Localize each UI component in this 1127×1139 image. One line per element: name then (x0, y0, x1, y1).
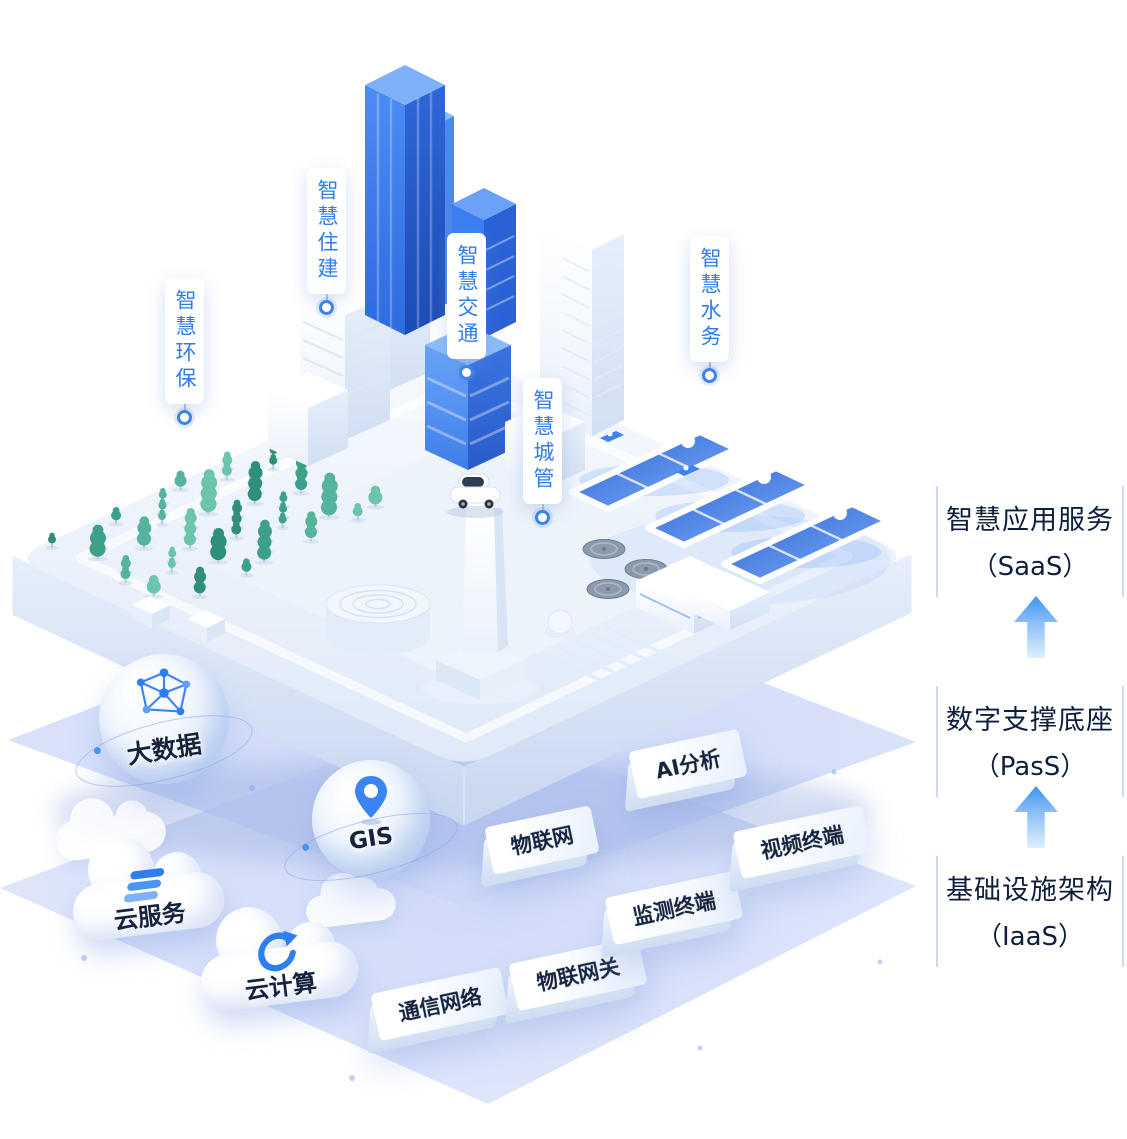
callout-smart-environment: 智慧环保 (165, 278, 204, 425)
callout-stem (465, 359, 468, 365)
cloud-service-stack-icon (124, 868, 165, 903)
callout-smart-traffic: 智慧交通 (447, 233, 486, 380)
callout-dot (177, 410, 192, 425)
treatment-pools (569, 417, 891, 584)
callout-dot (702, 368, 717, 383)
dome-building (544, 609, 576, 638)
car (447, 473, 503, 518)
gantry-cranes (677, 417, 855, 520)
layer-title: 基础设施架构 (946, 875, 1114, 906)
layer-label-paas: 数字支撑底座 （PasS） (936, 686, 1124, 797)
layer-label-iaas: 基础设施架构 （IaaS） (936, 856, 1124, 967)
callout-stem (541, 504, 544, 510)
clarifier-tanks (582, 539, 668, 599)
callout-dot (459, 365, 474, 380)
callout-stem (325, 294, 328, 300)
iaas-item-cloud-service: 云服务 (64, 821, 228, 949)
paas-item-bigdata: 大数据 (68, 654, 260, 802)
callout-dot (319, 300, 334, 315)
monument-tower (422, 500, 538, 704)
layer-title: 数字支撑底座 (946, 705, 1114, 736)
cloud-computing-refresh-icon (258, 930, 298, 972)
small-houses (132, 596, 225, 642)
callout-stem (183, 404, 186, 410)
callout-label: 智慧水务 (690, 236, 729, 362)
callout-label: 智慧住建 (307, 168, 346, 294)
iaas-item-cloud-computing: 云计算 (192, 891, 362, 1019)
callout-label: 智慧城管 (523, 378, 562, 504)
storage-tank (325, 584, 431, 655)
callout-label: 智慧交通 (447, 233, 486, 359)
callout-smart-city-management: 智慧城管 (523, 378, 562, 525)
callout-smart-water: 智慧水务 (690, 236, 729, 383)
walkways (544, 625, 679, 690)
layer-subtitle: （SaaS） (971, 552, 1089, 582)
gis-pin-icon (355, 776, 387, 825)
layer-subtitle: （PasS） (973, 752, 1087, 782)
callout-dot (535, 510, 550, 525)
industrial-sheds (636, 556, 770, 634)
service-vehicles (600, 431, 700, 476)
callout-stem (708, 362, 711, 368)
callout-label: 智慧环保 (165, 278, 204, 404)
bigdata-network-icon (136, 668, 191, 716)
layer-title: 智慧应用服务 (946, 505, 1114, 536)
callout-smart-housing: 智慧住建 (307, 168, 346, 315)
paas-item-gis: GIS (278, 760, 464, 895)
layer-label-saas: 智慧应用服务 （SaaS） (936, 486, 1124, 597)
layer-subtitle: （IaaS） (975, 922, 1085, 952)
